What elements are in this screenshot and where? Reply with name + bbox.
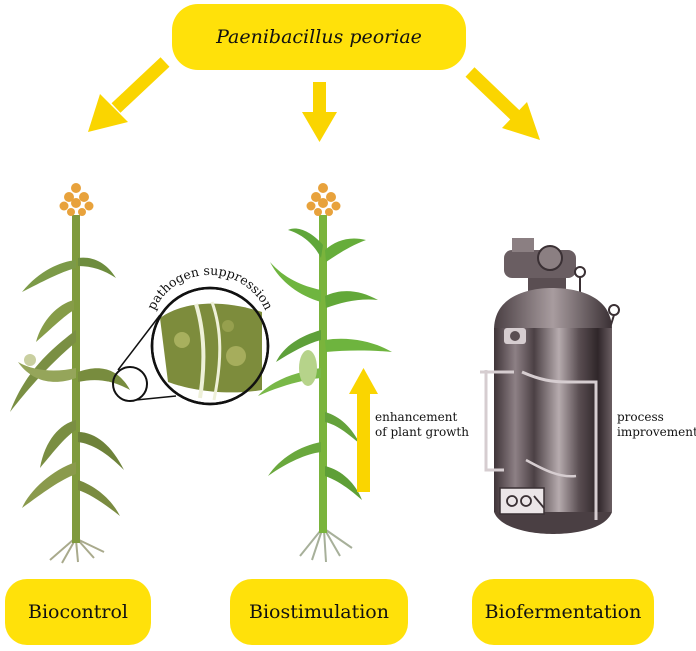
- biocontrol-box: Biocontrol: [5, 579, 151, 645]
- arrow-to-biofermentation: [465, 67, 540, 140]
- biostimulation-box: Biostimulation: [230, 579, 408, 645]
- growth-annotation: enhancement of plant growth: [375, 410, 469, 440]
- arrow-to-biostimulation: [302, 82, 337, 142]
- arrow-to-biocontrol: [88, 57, 170, 132]
- diseased-plant-illustration: [10, 183, 130, 564]
- process-annotation: process improvement: [617, 410, 696, 440]
- growth-arrow: [349, 368, 378, 492]
- process-annotation-line-2: improvement: [617, 425, 696, 439]
- process-annotation-line-1: process: [617, 410, 664, 424]
- organism-title: Paenibacillus peoriae: [172, 4, 466, 70]
- growth-annotation-line-1: enhancement: [375, 410, 458, 424]
- biofermentation-box: Biofermentation: [472, 579, 654, 645]
- healthy-plant-illustration: [258, 183, 392, 563]
- magnifier-pathogen: [112, 286, 270, 406]
- growth-annotation-line-2: of plant growth: [375, 425, 469, 439]
- fermenter-illustration: [480, 238, 620, 534]
